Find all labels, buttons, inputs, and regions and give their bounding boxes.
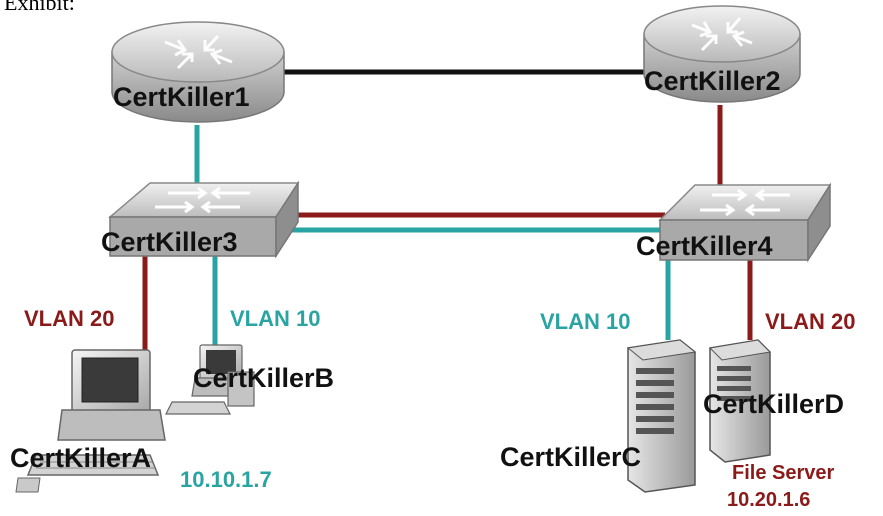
server-icon	[626, 339, 697, 493]
router2-label: CertKiller2	[644, 66, 781, 96]
exhibit-heading: Exhibit:	[4, 0, 75, 15]
hostB-ip-label: 10.10.1.7	[180, 467, 272, 492]
server-icon	[708, 339, 772, 463]
switch3-label: CertKiller3	[101, 227, 238, 257]
file-server-ip-label: 10.20.1.6	[727, 489, 810, 511]
router-icon	[111, 21, 285, 123]
router-icon	[643, 5, 801, 103]
vlan20-right-label: VLAN 20	[765, 309, 855, 334]
vlan10-right-label: VLAN 10	[540, 309, 630, 334]
switch-icon	[658, 182, 832, 263]
hostB-label: CertKillerB	[193, 363, 334, 393]
vlan10-left-label: VLAN 10	[230, 306, 320, 331]
file-server-label: File Server	[732, 462, 835, 484]
desktop-pc-icon	[15, 349, 166, 493]
serverC-label: CertKillerC	[500, 442, 641, 472]
serverD-label: CertKillerD	[703, 389, 844, 419]
switch-icon	[107, 180, 300, 259]
vlan20-left-label: VLAN 20	[24, 306, 114, 331]
router1-label: CertKiller1	[113, 82, 250, 112]
switch4-label: CertKiller4	[636, 231, 773, 261]
hostA-label: CertKillerA	[10, 443, 151, 473]
desktop-pc-icon	[165, 344, 255, 415]
